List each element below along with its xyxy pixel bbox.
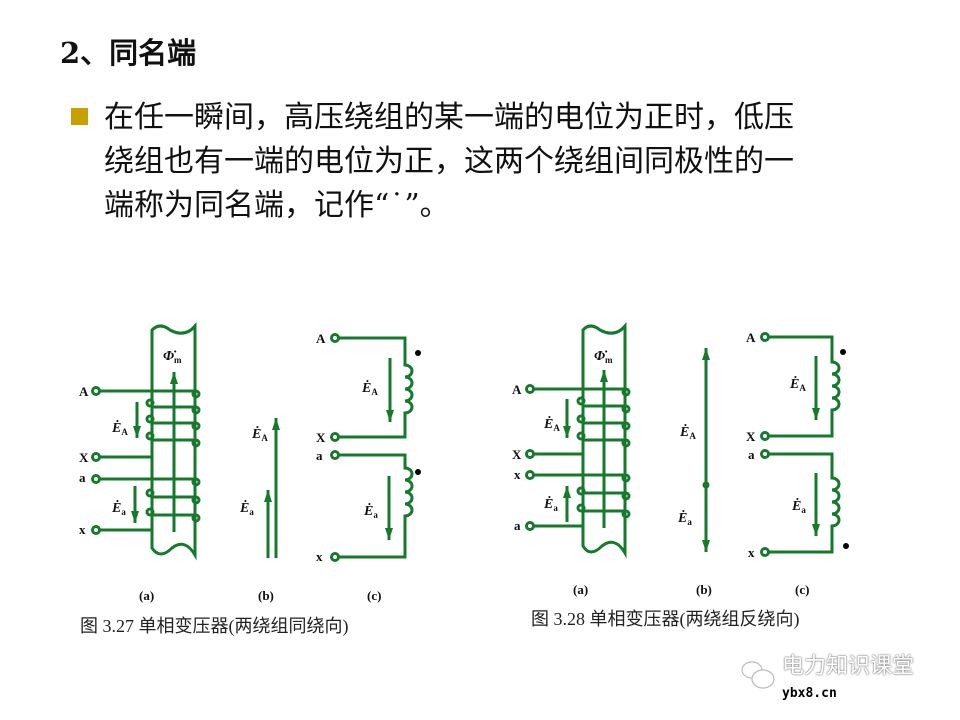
label-a: a xyxy=(514,518,521,533)
secondary-winding xyxy=(533,473,631,528)
label-x: x xyxy=(316,549,323,564)
Ea-label: Ėa xyxy=(239,499,254,517)
label-A: A xyxy=(79,384,89,399)
EA-label: ĖA xyxy=(543,415,560,433)
figure-caption: 图 3.28 单相变压器(两绕组反绕向) xyxy=(531,609,800,630)
label-x: x xyxy=(79,522,86,537)
label-A: A xyxy=(746,330,756,345)
panel-label: (b) xyxy=(696,582,712,597)
watermark-site: ybx8.cn xyxy=(782,686,837,701)
Ea-label: Ėa xyxy=(677,509,692,527)
bullet-square-icon xyxy=(71,108,88,125)
EA-label: ĖA xyxy=(679,423,696,441)
Ea-label: Ėa xyxy=(543,495,558,513)
fig2-panel-b: ĖA Ėa xyxy=(677,348,710,552)
label-X: X xyxy=(316,430,326,445)
EA-label: ĖA xyxy=(111,419,128,437)
wechat-icon xyxy=(741,661,775,689)
Ea-label: Ėa xyxy=(363,502,378,520)
Ea-label: Ėa xyxy=(111,499,126,517)
label-a: a xyxy=(316,448,323,463)
primary-winding xyxy=(533,387,631,456)
EA-label: ĖA xyxy=(361,379,378,397)
core xyxy=(150,321,197,561)
polarity-dot xyxy=(415,350,421,356)
fig1-panel-b: ĖA Ėa xyxy=(239,418,280,558)
panel-label: (a) xyxy=(139,588,154,603)
label-a: a xyxy=(748,447,755,462)
label-X: X xyxy=(746,429,756,444)
figure-caption: 图 3.27 单相变压器(两绕组同绕向) xyxy=(80,616,349,637)
label-X: X xyxy=(512,447,522,462)
definition-paragraph: 在任一瞬间，高压绕组的某一端的电位为正时，低压 绕组也有一端的电位为正，这两个绕… xyxy=(104,96,794,228)
paragraph-line: 绕组也有一端的电位为正，这两个绕组间同极性的一 xyxy=(104,144,794,179)
panel-label: (c) xyxy=(795,582,809,597)
EA-label: ĖA xyxy=(251,425,268,443)
polarity-dot xyxy=(415,469,421,475)
terminal-x xyxy=(91,525,101,535)
paragraph-line: 端称为同名端，记作“˙”。 xyxy=(104,188,450,223)
terminal-A xyxy=(91,386,101,396)
secondary-winding xyxy=(99,477,201,532)
EA-label: ĖA xyxy=(789,375,806,393)
label-a: a xyxy=(79,470,86,485)
paragraph-line: 在任一瞬间，高压绕组的某一端的电位为正时，低压 xyxy=(104,100,794,135)
fig2-panel-c: A X a x ĖA Ėa xyxy=(746,330,849,560)
Ea-label: Ėa xyxy=(791,497,806,515)
label-x: x xyxy=(514,467,521,482)
fig2-panel-a: Φ̇m A X x xyxy=(512,321,631,559)
primary-winding xyxy=(99,389,201,459)
label-A: A xyxy=(316,331,326,346)
panel-label: (a) xyxy=(573,582,588,597)
polarity-dot xyxy=(843,543,849,549)
panel-label: (b) xyxy=(258,588,274,603)
fig1-panel-a: Φ̇m A xyxy=(79,321,201,561)
watermark-name: 电力知识课堂 xyxy=(782,654,915,679)
label-x: x xyxy=(748,545,755,560)
terminal-a xyxy=(91,474,101,484)
flux-label: Φ̇m xyxy=(163,349,182,365)
fig1-panel-c: A X a x ĖA Ėa xyxy=(316,331,421,564)
label-A: A xyxy=(512,382,522,397)
flux-label: Φ̇m xyxy=(594,349,613,365)
figure-3-27: Φ̇m A xyxy=(79,321,421,637)
polarity-dot xyxy=(840,349,846,355)
terminal-X xyxy=(91,452,101,462)
figure-3-28: Φ̇m A X x xyxy=(512,321,849,630)
panel-label: (c) xyxy=(367,588,381,603)
slide-title: 2、同名端 xyxy=(60,36,197,70)
label-X: X xyxy=(79,450,89,465)
